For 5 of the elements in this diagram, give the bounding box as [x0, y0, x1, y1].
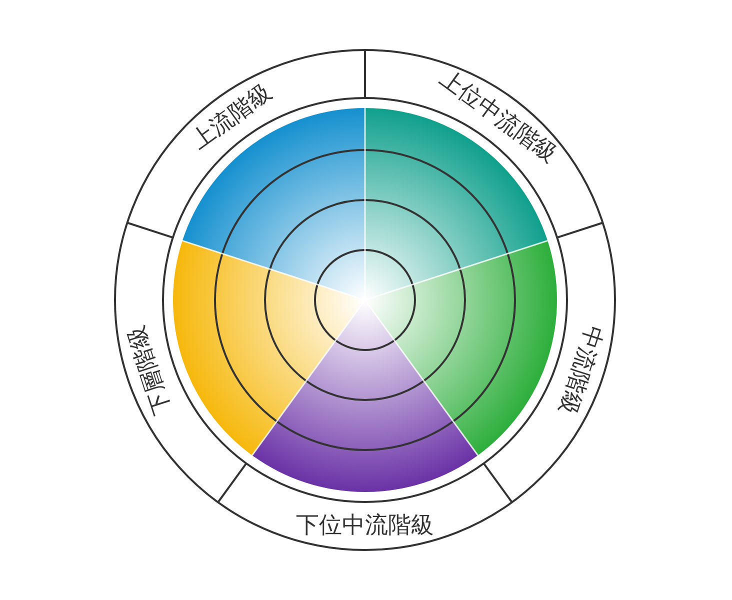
segment-label: 上流階級 [188, 80, 276, 154]
segment-label: 上位中流階級 [435, 67, 560, 168]
segment-label: 下位中流階級 [296, 514, 434, 538]
segment-label: 下層階級 [124, 322, 176, 418]
segment-label: 中流階級 [554, 322, 606, 418]
